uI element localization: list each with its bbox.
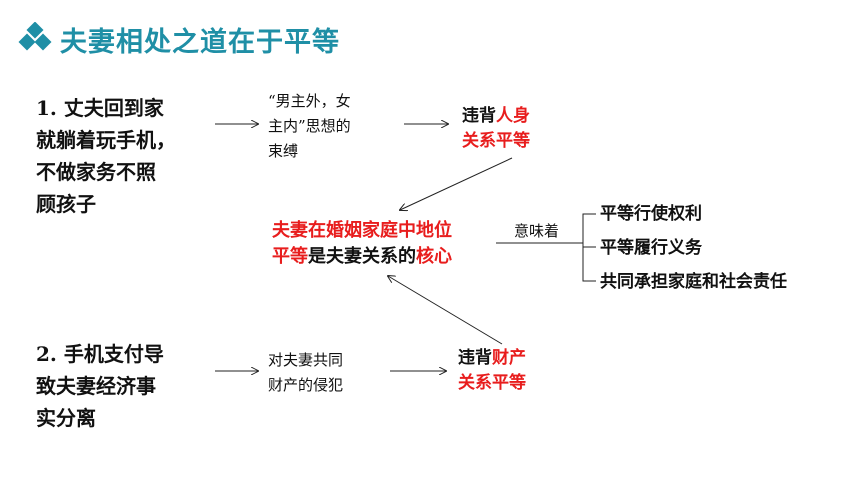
note-1-line: 束缚 [268, 142, 299, 160]
case-1-line: 不做家务不照 [36, 160, 156, 184]
note-1-line: 主内”思想的 [268, 117, 351, 135]
right-item: 共同承担家庭和社会责任 [600, 272, 787, 292]
case-2-line: 实分离 [36, 406, 96, 430]
core-line2-c: 核心 [416, 246, 452, 267]
core-line2-b: 是夫妻关系的 [308, 246, 416, 267]
case-1-line: 1. 丈夫回到家 [36, 96, 164, 120]
note-2-text: 对夫妻共同 财产的侵犯 [268, 348, 343, 398]
case-1-text: 1. 丈夫回到家 就躺着玩手机， 不做家务不照 顾孩子 [36, 92, 176, 220]
diamond-bullet-icon [18, 22, 52, 51]
note-2-line: 对夫妻共同 [268, 351, 344, 369]
title-bar: 夫妻相处之道在于平等 [18, 14, 340, 64]
arrow-violate2-to-core [388, 276, 503, 345]
violate-2-line2: 关系平等 [458, 373, 526, 393]
violate-1-highlight: 人身 [496, 106, 530, 126]
note-2-line: 财产的侵犯 [268, 376, 344, 394]
violate-2-highlight: 财产 [492, 348, 526, 368]
case-2-text: 2. 手机支付导 致夫妻经济事 实分离 [36, 338, 164, 434]
violate-1-line2: 关系平等 [462, 131, 530, 151]
case-2-line: 2. 手机支付导 [36, 342, 164, 366]
violate-1-text: 违背人身 关系平等 [462, 104, 530, 154]
case-1-line: 就躺着玩手机， [36, 128, 176, 152]
arrow-violate1-to-core [400, 157, 513, 210]
note-1-line: “男主外，女 [268, 92, 351, 110]
page-title: 夫妻相处之道在于平等 [60, 26, 340, 58]
note-1-text: “男主外，女 主内”思想的 束缚 [268, 89, 351, 164]
core-line1: 夫妻在婚姻家庭中地位 [272, 220, 452, 241]
right-items: 平等行使权利 平等履行义务 共同承担家庭和社会责任 [600, 197, 787, 299]
violate-2-text: 违背财产 关系平等 [458, 346, 526, 396]
case-1-line: 顾孩子 [36, 192, 96, 216]
violate-1-prefix: 违背 [462, 106, 496, 126]
core-line2-a: 平等 [272, 246, 308, 267]
core-statement: 夫妻在婚姻家庭中地位 平等是夫妻关系的核心 [272, 218, 452, 270]
case-2-line: 致夫妻经济事 [36, 374, 156, 398]
right-item: 平等履行义务 [600, 238, 702, 258]
violate-2-prefix: 违背 [458, 348, 492, 368]
meaning-label: 意味着 [514, 222, 560, 240]
right-item: 平等行使权利 [600, 204, 702, 224]
